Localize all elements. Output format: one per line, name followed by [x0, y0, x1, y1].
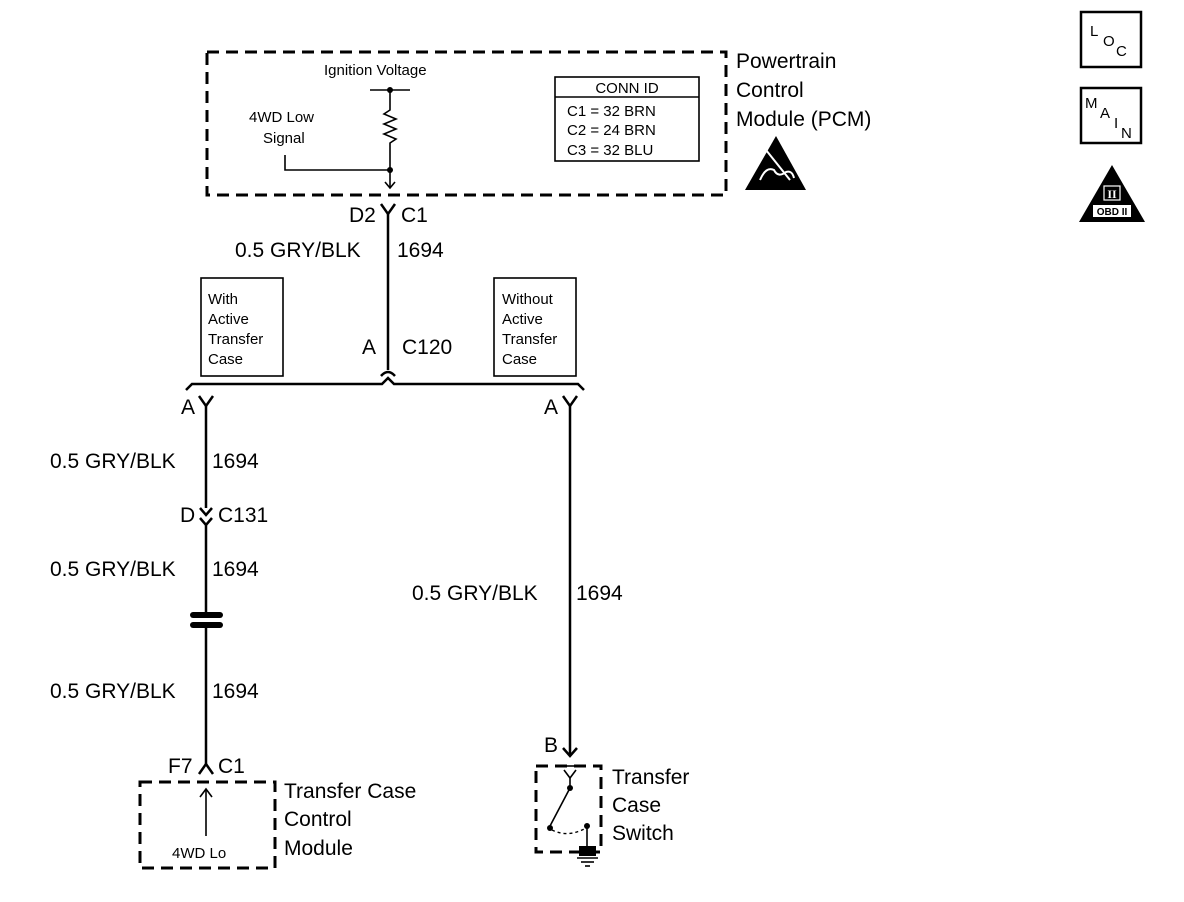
wire-right-circuit: 1694	[576, 582, 623, 605]
c120-connector: A C120	[362, 336, 452, 377]
svg-text:O: O	[1103, 33, 1115, 50]
wire-left-3-color: 0.5 GRY/BLK	[50, 680, 176, 703]
wire-left-2-color: 0.5 GRY/BLK	[50, 558, 176, 581]
option-without-line1: Without	[502, 291, 554, 308]
option-without-line3: Transfer	[502, 331, 557, 348]
svg-text:OBD II: OBD II	[1097, 207, 1128, 218]
pcm-name-line2: Control	[736, 79, 804, 102]
ignition-voltage-label: Ignition Voltage	[324, 62, 427, 79]
option-split-bracket	[185, 376, 585, 391]
pcm-pin-label: D2	[349, 204, 376, 227]
option-with-line2: Active	[208, 311, 249, 328]
svg-text:C: C	[1116, 43, 1127, 60]
option-with-line4: Case	[208, 351, 243, 368]
option-without-active-transfer-case: Without Active Transfer Case	[493, 277, 577, 377]
option-without-line2: Active	[502, 311, 543, 328]
wire-right-color: 0.5 GRY/BLK	[412, 582, 538, 605]
option-without-line4: Case	[502, 351, 537, 368]
c120-pin-label: A	[362, 336, 376, 359]
svg-text:I: I	[1114, 115, 1118, 132]
svg-text:N: N	[1121, 125, 1132, 142]
splice-icon	[190, 612, 223, 628]
wire-pcm-c120-color: 0.5 GRY/BLK	[235, 239, 361, 262]
signal-line	[284, 155, 390, 171]
c120-connector-label: C120	[402, 336, 452, 359]
svg-text:II: II	[1107, 187, 1117, 201]
conn-id-c1: C1 = 32 BRN	[567, 103, 656, 120]
wire-left-1-color: 0.5 GRY/BLK	[50, 450, 176, 473]
transfer-case-switch: Transfer Case Switch	[534, 764, 689, 867]
tccm-name-line2: Control	[284, 808, 352, 831]
wire-left-1-circuit: 1694	[212, 450, 259, 473]
pcm-name-line1: Powertrain	[736, 50, 836, 73]
loc-icon[interactable]: L O C	[1079, 10, 1143, 69]
conn-id-table: CONN ID C1 = 32 BRN C2 = 24 BRN C3 = 32 …	[554, 76, 700, 162]
option-with-line1: With	[208, 291, 238, 308]
svg-text:A: A	[1100, 105, 1110, 122]
right-pin-a: A	[544, 396, 558, 419]
main-icon[interactable]: M A I N	[1079, 86, 1143, 145]
switch-pin-b: B	[544, 734, 558, 757]
option-with-active-transfer-case: With Active Transfer Case	[200, 277, 284, 377]
wire-pcm-c120-circuit: 1694	[397, 239, 444, 262]
pcm-boundary	[205, 50, 728, 197]
pcm-name-line3: Module (PCM)	[736, 108, 871, 131]
pcm-module: Powertrain Control Module (PCM) Ignition…	[205, 50, 871, 197]
wire-left-2-circuit: 1694	[212, 558, 259, 581]
right-branch: A 0.5 GRY/BLK 1694 B	[412, 395, 623, 758]
pullup-resistor	[381, 90, 399, 170]
left-pin-a: A	[181, 396, 195, 419]
svg-text:L: L	[1090, 23, 1098, 40]
tccm-connector-label: C1	[218, 755, 245, 778]
svg-text:M: M	[1085, 95, 1098, 112]
switch-boundary	[534, 764, 603, 854]
wire-left-3-circuit: 1694	[212, 680, 259, 703]
ground-icon	[577, 846, 598, 867]
switch-name-line3: Switch	[612, 822, 674, 845]
obd-ii-icon[interactable]: II OBD II	[1079, 165, 1145, 222]
tccm-name-line3: Module	[284, 837, 353, 860]
signal-label-line1: 4WD Low	[249, 109, 314, 126]
conn-id-title: CONN ID	[595, 80, 659, 97]
esd-warning-icon	[745, 136, 806, 190]
tccm-boundary	[138, 780, 277, 870]
c131-connector-label: C131	[218, 504, 268, 527]
pcm-connector-label: C1	[401, 204, 428, 227]
signal-label-line2: Signal	[263, 130, 305, 147]
input-arrow-icon	[199, 787, 213, 798]
conn-id-c3: C3 = 32 BLU	[567, 142, 653, 159]
tccm-pin-label: F7	[168, 755, 193, 778]
c131-pin-label: D	[180, 504, 195, 527]
option-with-line3: Transfer	[208, 331, 263, 348]
switch-name-line1: Transfer	[612, 766, 689, 789]
tccm-name-line1: Transfer Case	[284, 780, 416, 803]
switch-contact-icon	[549, 787, 571, 827]
left-branch: A 0.5 GRY/BLK 1694 D C131 0.5 GRY/BLK 16…	[50, 395, 268, 778]
transfer-case-control-module: 4WD Lo Transfer Case Control Module	[138, 780, 416, 870]
switch-name-line2: Case	[612, 794, 661, 817]
conn-id-c2: C2 = 24 BRN	[567, 122, 656, 139]
tccm-input-label: 4WD Lo	[172, 845, 226, 862]
